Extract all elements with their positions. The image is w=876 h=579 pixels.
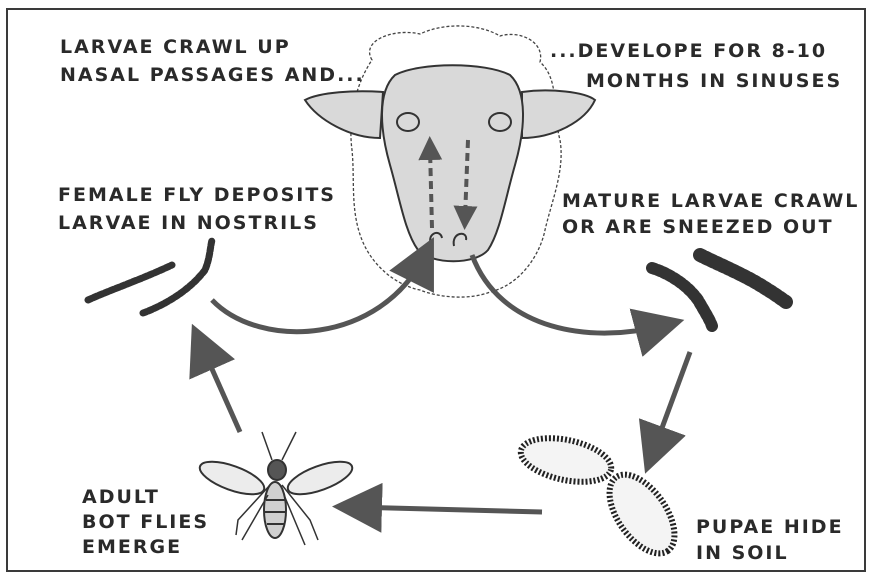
bot-fly: [196, 432, 356, 545]
label-adult-line2: BOT FLIES: [82, 509, 209, 535]
larvae-mature: [652, 255, 786, 326]
arrow-to-adult: [352, 507, 542, 512]
arrow-to-female-fly: [200, 342, 240, 432]
larvae-small: [88, 240, 212, 313]
arrow-to-nostrils: [212, 255, 425, 332]
pupae: [517, 431, 688, 565]
label-mature-larvae-line1: MATURE LARVAE CRAWL: [562, 188, 859, 214]
sheep-ear-left: [305, 91, 383, 138]
sheep-face: [382, 65, 523, 261]
label-larvae-crawl-up-line1: LARVAE CRAWL UP: [60, 34, 291, 60]
label-pupae-line1: PUPAE HIDE: [696, 514, 844, 540]
arrow-to-pupae: [652, 352, 690, 455]
label-adult-line3: EMERGE: [82, 534, 182, 560]
label-mature-larvae-line2: OR ARE SNEEZED OUT: [562, 214, 834, 240]
label-larvae-crawl-up-line2: NASAL PASSAGES AND...: [60, 62, 365, 88]
label-pupae-line2: IN SOIL: [696, 540, 789, 566]
label-female-fly-line2: LARVAE IN NOSTRILS: [58, 210, 319, 236]
label-develope-line2: MONTHS IN SINUSES: [586, 68, 842, 94]
label-develope-line1: ...DEVELOPE FOR 8-10: [550, 38, 827, 64]
arrow-out-of-nose: [472, 255, 665, 333]
label-female-fly-line1: FEMALE FLY DEPOSITS: [58, 182, 336, 208]
sheep-ear-right: [522, 90, 595, 138]
label-adult-line1: ADULT: [82, 484, 160, 510]
